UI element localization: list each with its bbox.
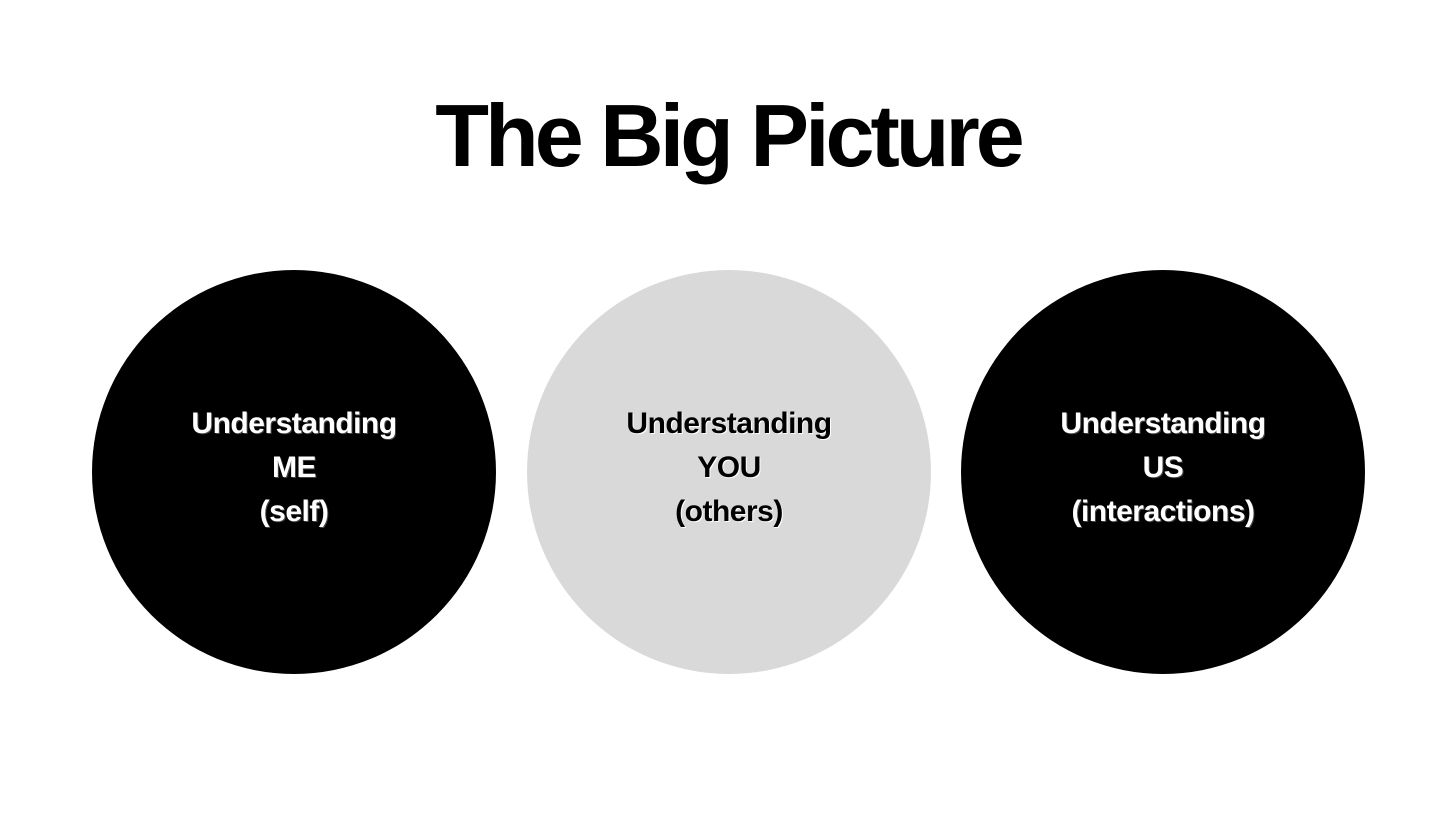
circle-me-line2: ME	[271, 451, 317, 484]
circle-me: Understanding ME (self)	[92, 270, 496, 674]
circle-me-line1: Understanding	[191, 407, 397, 440]
circle-us: Understanding US (interactions)	[961, 270, 1365, 674]
circle-you-line2: YOU	[697, 451, 761, 484]
circle-us-line1: Understanding	[1060, 407, 1266, 440]
circle-you-line3: (others)	[675, 495, 783, 528]
circle-you-text: Understanding YOU (others)	[626, 402, 832, 534]
circle-us-text: Understanding US (interactions)	[1060, 402, 1266, 534]
circle-me-line3: (self)	[259, 495, 329, 528]
circle-you: Understanding YOU (others)	[527, 270, 931, 674]
circle-me-text: Understanding ME (self)	[191, 402, 397, 534]
circle-us-line3: (interactions)	[1071, 495, 1255, 528]
circle-us-line2: US	[1142, 451, 1184, 484]
circle-you-line1: Understanding	[626, 407, 832, 440]
page-title: The Big Picture	[435, 86, 1024, 185]
